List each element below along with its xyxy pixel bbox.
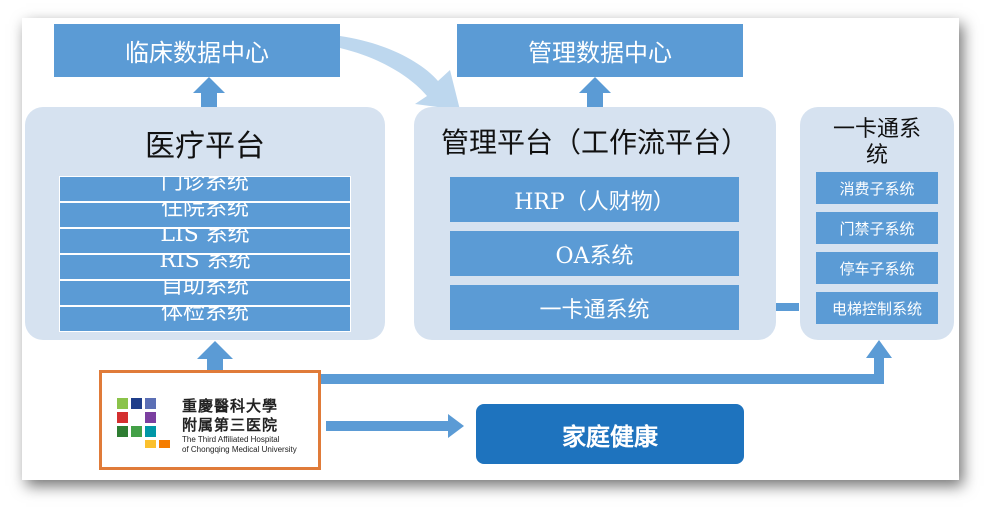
system-bar-ris: RIS 系统: [59, 254, 351, 280]
family-health-label: 家庭健康: [562, 422, 658, 451]
system-label: 门诊系统: [160, 176, 249, 195]
subsystem-label: 消费子系统: [839, 179, 915, 198]
arrow-to-family: [326, 414, 464, 438]
hospital-english-line2: of Chongqing Medical University: [182, 445, 297, 454]
hospital-logo: 重慶醫科大學 附属第三医院 The Third Affiliated Hospi…: [99, 370, 321, 470]
mgmt-bar-hrp: HRP（人财物）: [450, 177, 739, 222]
system-label: 自助系统: [160, 280, 249, 299]
management-data-center: 管理数据中心: [457, 24, 743, 77]
system-label: LIS 系统: [160, 228, 250, 247]
hospital-emblem-icon: [117, 398, 170, 448]
system-bar-lis: LIS 系统: [59, 228, 351, 254]
system-bar-physical-exam: 体检系统: [59, 306, 351, 332]
subsystem-consumption: 消费子系统: [816, 172, 938, 204]
subsystem-label: 停车子系统: [839, 259, 915, 278]
subsystem-elevator: 电梯控制系统: [816, 292, 938, 324]
arrow-logo-to-card: [320, 340, 892, 384]
subsystem-label: 电梯控制系统: [831, 299, 922, 318]
card-system-title: 一卡通系 统: [800, 117, 954, 169]
system-label: 体检系统: [160, 306, 249, 325]
hospital-name-line1: 重慶醫科大學: [182, 397, 279, 415]
subsystem-parking: 停车子系统: [816, 252, 938, 284]
mgmt-bar-oa: OA系统: [450, 231, 739, 276]
hospital-name-line2: 附属第三医院: [182, 416, 279, 434]
mgmt-system-label: 一卡通系统: [539, 297, 650, 323]
mgmt-system-label: OA系统: [555, 243, 634, 269]
mgmt-bar-card: 一卡通系统: [450, 285, 739, 330]
subsystem-label: 门禁子系统: [839, 219, 915, 238]
management-platform-title: 管理平台（工作流平台）: [440, 126, 749, 159]
system-bar-self-service: 自助系统: [59, 280, 351, 306]
arrow-up-medical: [197, 341, 233, 370]
system-bar-inpatient: 住院系统: [59, 202, 351, 228]
clinical-data-center-label: 临床数据中心: [125, 39, 269, 67]
card-system-title-line2: 统: [865, 143, 888, 168]
mgmt-system-label: HRP（人财物）: [514, 189, 675, 215]
diagram-canvas: 临床数据中心 管理数据中心 医疗平台 门诊系统 住院系统 LIS 系统 RIS …: [22, 18, 959, 480]
subsystem-access: 门禁子系统: [816, 212, 938, 244]
card-system-title-line1: 一卡通系: [832, 117, 921, 142]
system-label: 住院系统: [160, 202, 249, 221]
hospital-english-line1: The Third Affiliated Hospital: [182, 435, 280, 444]
system-bar-outpatient: 门诊系统: [59, 176, 351, 202]
family-health-box: 家庭健康: [476, 404, 744, 464]
clinical-data-center: 临床数据中心: [54, 24, 340, 77]
management-data-center-label: 管理数据中心: [528, 39, 672, 67]
medical-platform-title: 医疗平台: [145, 129, 265, 164]
curved-arrow: [340, 36, 460, 110]
system-label: RIS 系统: [159, 254, 251, 273]
